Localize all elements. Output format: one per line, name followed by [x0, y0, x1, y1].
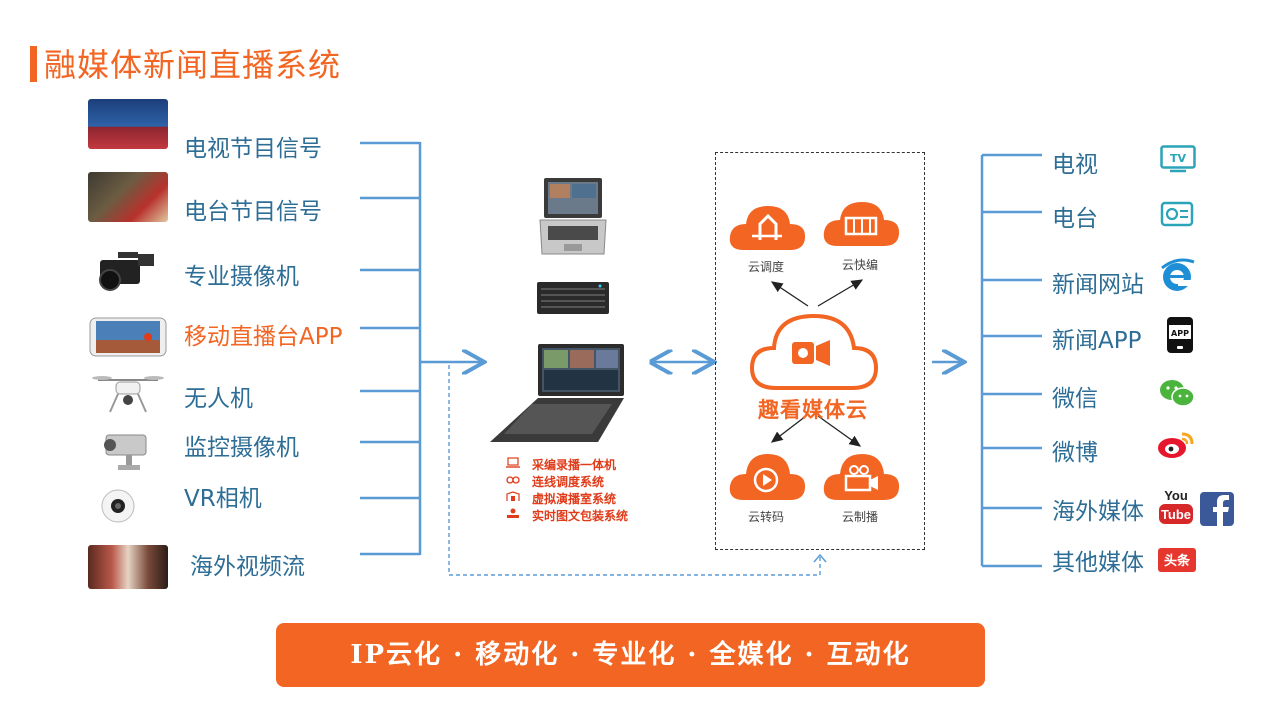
input-overseas-video: 海外视频流	[88, 545, 418, 595]
cloud-dispatch-icon	[729, 206, 806, 250]
page-title: 融媒体新闻直播系统	[44, 46, 342, 84]
youtube-you-text: You	[1164, 488, 1188, 503]
input-mobile-app: 移动直播台APP	[88, 312, 418, 362]
youtube-icon: You Tube	[1159, 488, 1193, 524]
tv-icon: TV	[1160, 145, 1196, 173]
output-label-radio: 电台	[1052, 206, 1098, 232]
phone-app-icon	[89, 317, 167, 357]
cctv-camera-icon	[104, 434, 147, 470]
cloud-dispatch-label: 云调度	[748, 260, 785, 274]
youtube-tube-text: Tube	[1161, 507, 1191, 522]
output-label-wechat: 微信	[1052, 386, 1098, 412]
output-label-overseas-media: 海外媒体	[1052, 499, 1144, 525]
portable-production-laptop-icon	[539, 178, 607, 255]
output-label-news-app: 新闻APP	[1052, 328, 1142, 354]
all-in-one-workstation-icon	[490, 344, 624, 442]
input-pro-camera: 专业摄像机	[88, 246, 418, 296]
app-phone-icon: APP	[1167, 317, 1193, 353]
cloud-services-box	[715, 152, 925, 550]
drone-icon	[92, 376, 164, 413]
input-label: 电台节目信号	[184, 199, 322, 225]
input-label: 无人机	[184, 386, 253, 412]
input-label: 电视节目信号	[184, 136, 322, 162]
legend-label: 实时图文包装系统	[532, 509, 629, 523]
tv-icon-text: TV	[1170, 152, 1187, 165]
weibo-icon	[1158, 432, 1194, 458]
overseas-video-thumbnail	[88, 545, 168, 589]
cloud-transcode-icon	[729, 454, 806, 500]
input-vr-camera: VR相机	[88, 482, 418, 532]
input-label: 监控摄像机	[184, 435, 299, 461]
input-label: 移动直播台APP	[184, 324, 343, 350]
cloud-edit-label: 云快编	[842, 258, 879, 272]
output-label-tv: 电视	[1052, 152, 1098, 178]
cloud-transcode-label: 云转码	[748, 510, 785, 524]
input-radio-signal: 电台节目信号	[88, 172, 418, 225]
tv-news-thumbnail	[88, 99, 168, 149]
cloud-edit-icon	[823, 202, 900, 246]
output-label-news-website: 新闻网站	[1052, 272, 1144, 298]
studio-icon	[506, 491, 520, 501]
laptop-icon	[506, 457, 520, 468]
radio-icon	[1160, 201, 1194, 227]
legend-label: 虚拟演播室系统	[532, 492, 617, 506]
output-label-other-media: 其他媒体	[1052, 550, 1144, 576]
input-label: VR相机	[184, 486, 262, 512]
camera-icon	[99, 252, 154, 291]
feature-banner: IP云化 · 移动化 · 专业化 · 全媒化 · 互动化	[276, 623, 985, 687]
vr-camera-icon	[101, 489, 135, 523]
radio-studio-thumbnail	[88, 172, 168, 222]
toutiao-icon: 头条	[1158, 548, 1196, 572]
input-drone: 无人机	[88, 372, 418, 422]
input-tv-signal: 电视节目信号	[88, 99, 418, 162]
toutiao-icon-text: 头条	[1164, 553, 1191, 569]
app-icon-text: APP	[1171, 329, 1189, 338]
legend-label: 连线调度系统	[532, 475, 605, 489]
cloud-main-icon	[749, 313, 879, 390]
input-label: 专业摄像机	[184, 264, 299, 290]
wechat-icon	[1160, 380, 1195, 407]
ie-browser-icon	[1161, 258, 1195, 291]
input-label: 海外视频流	[190, 554, 305, 580]
rack-server-icon	[537, 282, 609, 314]
title-accent-bar	[30, 46, 37, 82]
output-label-weibo: 微博	[1052, 440, 1098, 466]
facebook-icon	[1200, 492, 1234, 526]
cloud-produce-icon	[823, 454, 900, 500]
cloud-produce-label: 云制播	[842, 510, 879, 524]
legend-label: 采编录播一体机	[532, 458, 617, 472]
input-surveillance-camera: 监控摄像机	[88, 427, 418, 477]
graphics-icon	[507, 508, 519, 518]
link-icon	[506, 476, 520, 484]
cloud-main-label: 趣看媒体云	[758, 398, 868, 422]
